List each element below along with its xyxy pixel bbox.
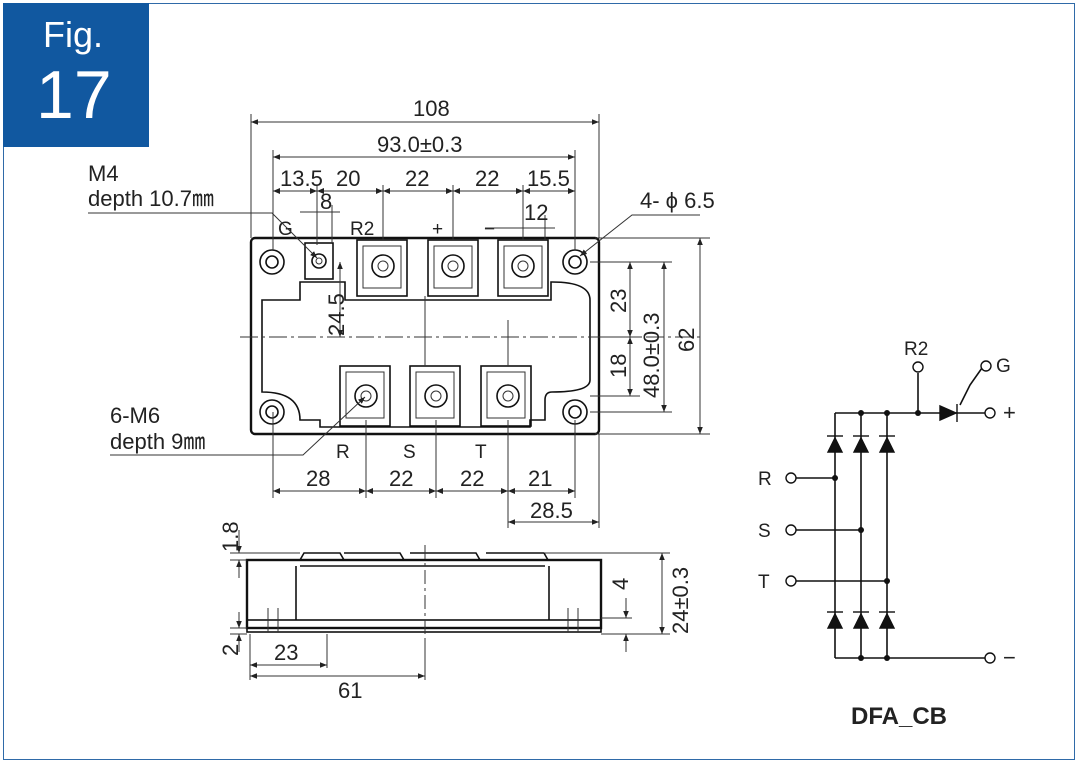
dim-18: 18 <box>606 354 631 378</box>
dim-1-8: 1.8 <box>218 521 243 552</box>
dim-15-5: 15.5 <box>527 166 570 191</box>
terminal-s <box>409 365 461 427</box>
dim-62: 62 <box>674 328 699 352</box>
terminal-g <box>304 242 334 280</box>
extension-lines-top <box>250 114 600 250</box>
terminal-r2 <box>356 239 408 297</box>
figure-frame <box>3 3 1075 760</box>
figure-badge: Fig. 17 <box>3 3 149 147</box>
dim-b-21: 21 <box>528 466 552 491</box>
terminal-r <box>339 365 391 427</box>
figure-number: 17 <box>36 57 112 133</box>
circuit-label-minus: − <box>1003 645 1016 670</box>
circuit-label-g: G <box>996 356 1011 377</box>
dim-b-22-b: 22 <box>460 466 484 491</box>
note-m4-depth: depth 10.7㎜ <box>88 186 214 211</box>
dim-4: 4 <box>608 578 633 590</box>
label-r2: R2 <box>350 219 374 240</box>
dim-24: 24±0.3 <box>668 567 693 634</box>
label-t: T <box>475 442 487 463</box>
dim-12: 12 <box>524 200 548 225</box>
note-m6: 6-M6 <box>110 403 160 428</box>
dim-93: 93.0±0.3 <box>377 132 462 157</box>
module-outline <box>249 236 601 436</box>
note-hole: 4- ϕ 6.5 <box>640 188 715 213</box>
dim-61: 61 <box>338 678 362 703</box>
note-m4: M4 <box>88 161 119 186</box>
module-inner-outline <box>261 281 591 428</box>
circuit-label-t: T <box>758 572 770 593</box>
terminal-minus <box>497 239 549 297</box>
top-view: G R2 + − R S T 108 93.0±0.3 13.5 20 22 2… <box>88 96 715 528</box>
terminal-plus <box>427 239 479 297</box>
mount-hole-tl <box>259 249 285 275</box>
dim-b-22-a: 22 <box>389 466 413 491</box>
label-g: G <box>278 219 293 240</box>
label-plus: + <box>432 219 443 240</box>
dim-b-28-5: 28.5 <box>530 498 573 523</box>
mount-hole-bl <box>259 399 285 425</box>
dim-20: 20 <box>336 166 360 191</box>
dim-b-28: 28 <box>306 466 330 491</box>
label-minus: − <box>484 219 495 240</box>
dim-2: 2 <box>218 644 243 656</box>
dim-24-5: 24.5 <box>324 293 349 336</box>
circuit-diagram: R2 G + − R S T DFA_CB <box>758 339 1016 730</box>
circuit-name: DFA_CB <box>851 703 947 730</box>
terminal-t <box>480 365 532 427</box>
circuit-label-s: S <box>758 521 771 542</box>
figure-label: Fig. <box>43 14 104 55</box>
dim-23: 23 <box>606 289 631 313</box>
dim-side-23: 23 <box>274 640 298 665</box>
dim-22-b: 22 <box>475 166 499 191</box>
note-m6-depth: depth 9㎜ <box>110 429 205 454</box>
dim-13-5: 13.5 <box>280 166 323 191</box>
circuit-label-plus: + <box>1003 400 1016 425</box>
label-r: R <box>336 442 350 463</box>
dim-108: 108 <box>413 96 450 121</box>
dim-22-a: 22 <box>405 166 429 191</box>
label-s: S <box>403 442 416 463</box>
side-view: 1.8 2 23 61 24±0.3 4 <box>218 521 693 703</box>
circuit-label-r: R <box>758 469 772 490</box>
circuit-label-r2: R2 <box>904 339 928 360</box>
dim-8: 8 <box>320 189 332 214</box>
dim-48: 48.0±0.3 <box>639 313 664 398</box>
